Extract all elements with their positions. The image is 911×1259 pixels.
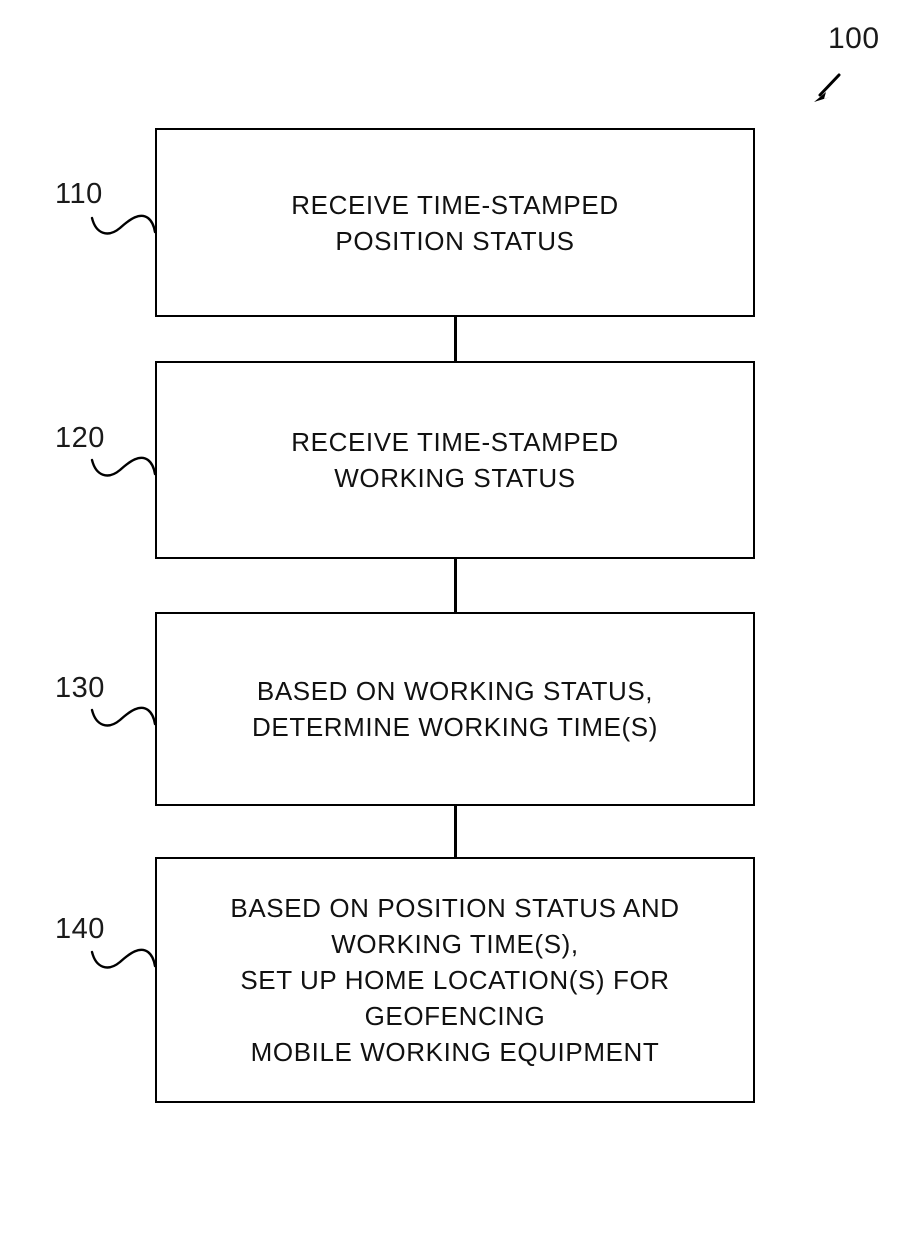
diagonal-arrow-down-left-icon	[806, 68, 850, 108]
process-box-130: BASED ON WORKING STATUS, DETERMINE WORKI…	[155, 612, 755, 806]
process-box-140-text: BASED ON POSITION STATUS AND WORKING TIM…	[230, 893, 680, 1067]
leader-line-130	[90, 690, 158, 736]
leader-line-110	[90, 198, 158, 244]
reference-number-110: 110	[55, 178, 103, 210]
process-box-110: RECEIVE TIME-STAMPED POSITION STATUS	[155, 128, 755, 317]
leader-line-120	[90, 440, 158, 486]
reference-number-130: 130	[55, 672, 105, 704]
figure-number-label: 100	[828, 22, 880, 55]
process-box-120-text: RECEIVE TIME-STAMPED WORKING STATUS	[291, 427, 619, 493]
connector-110-to-120	[454, 317, 457, 362]
leader-line-140	[90, 932, 158, 978]
connector-130-to-140	[454, 806, 457, 858]
connector-120-to-130	[454, 559, 457, 613]
process-box-120: RECEIVE TIME-STAMPED WORKING STATUS	[155, 361, 755, 559]
reference-number-140: 140	[55, 913, 105, 945]
process-box-140: BASED ON POSITION STATUS AND WORKING TIM…	[155, 857, 755, 1103]
process-box-130-text: BASED ON WORKING STATUS, DETERMINE WORKI…	[252, 676, 658, 742]
reference-number-120: 120	[55, 422, 105, 454]
process-box-110-text: RECEIVE TIME-STAMPED POSITION STATUS	[291, 189, 619, 256]
